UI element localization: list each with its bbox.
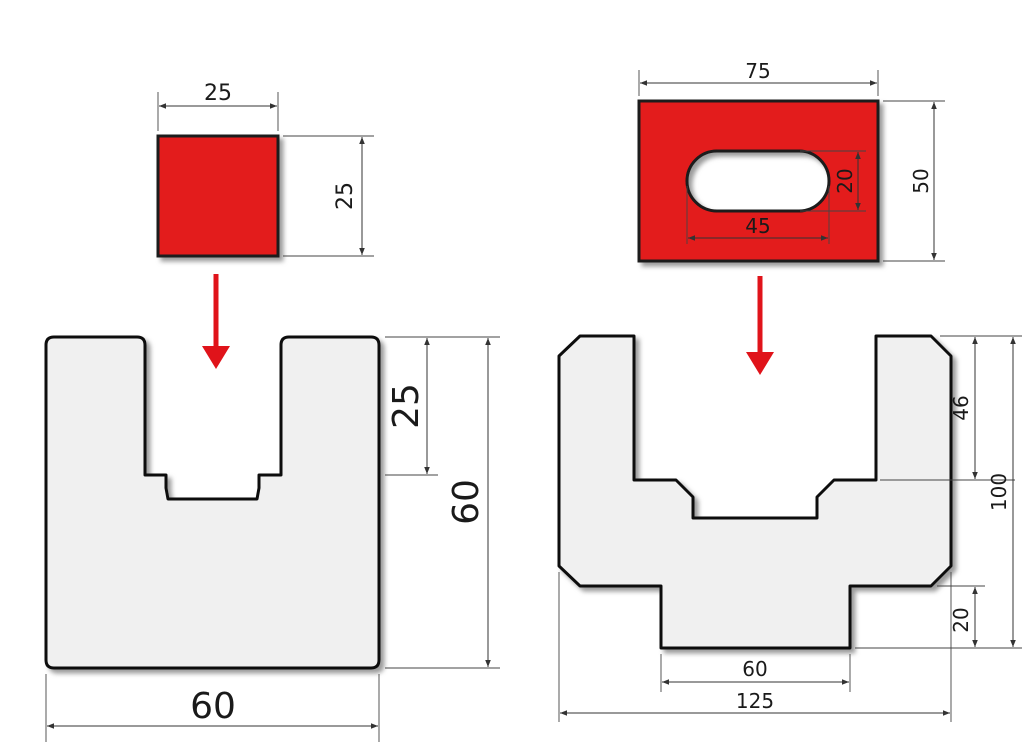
right-die-shape [557, 334, 953, 650]
right-die: 46 100 20 60 125 [557, 334, 1022, 722]
right-die-height-label: 100 [987, 473, 1011, 511]
left-part-height-label: 25 [333, 182, 358, 210]
left-die-shape [44, 335, 381, 670]
right-arrow [746, 276, 774, 375]
left-slot-depth-label: 25 [386, 383, 427, 429]
left-part-width-label: 25 [204, 81, 232, 106]
right-red-plate [637, 99, 880, 263]
right-plate-width-label: 75 [745, 59, 770, 83]
right-slot-length-label: 45 [745, 214, 770, 238]
left-part: 25 25 [156, 81, 374, 258]
right-upper-depth-label: 46 [949, 395, 973, 420]
left-die-height-label: 60 [446, 479, 487, 525]
left-die: 25 60 60 [44, 335, 500, 742]
left-arrow [202, 274, 230, 369]
left-red-square [156, 134, 280, 258]
right-lower-step-label: 20 [949, 607, 973, 632]
right-base-width-label: 60 [742, 657, 767, 681]
right-part: 75 50 45 20 [637, 59, 945, 263]
right-plate-height-label: 50 [909, 168, 933, 193]
right-slot-width-label: 20 [833, 168, 857, 193]
left-die-width-label: 60 [190, 686, 236, 727]
right-die-width-label: 125 [736, 689, 774, 713]
